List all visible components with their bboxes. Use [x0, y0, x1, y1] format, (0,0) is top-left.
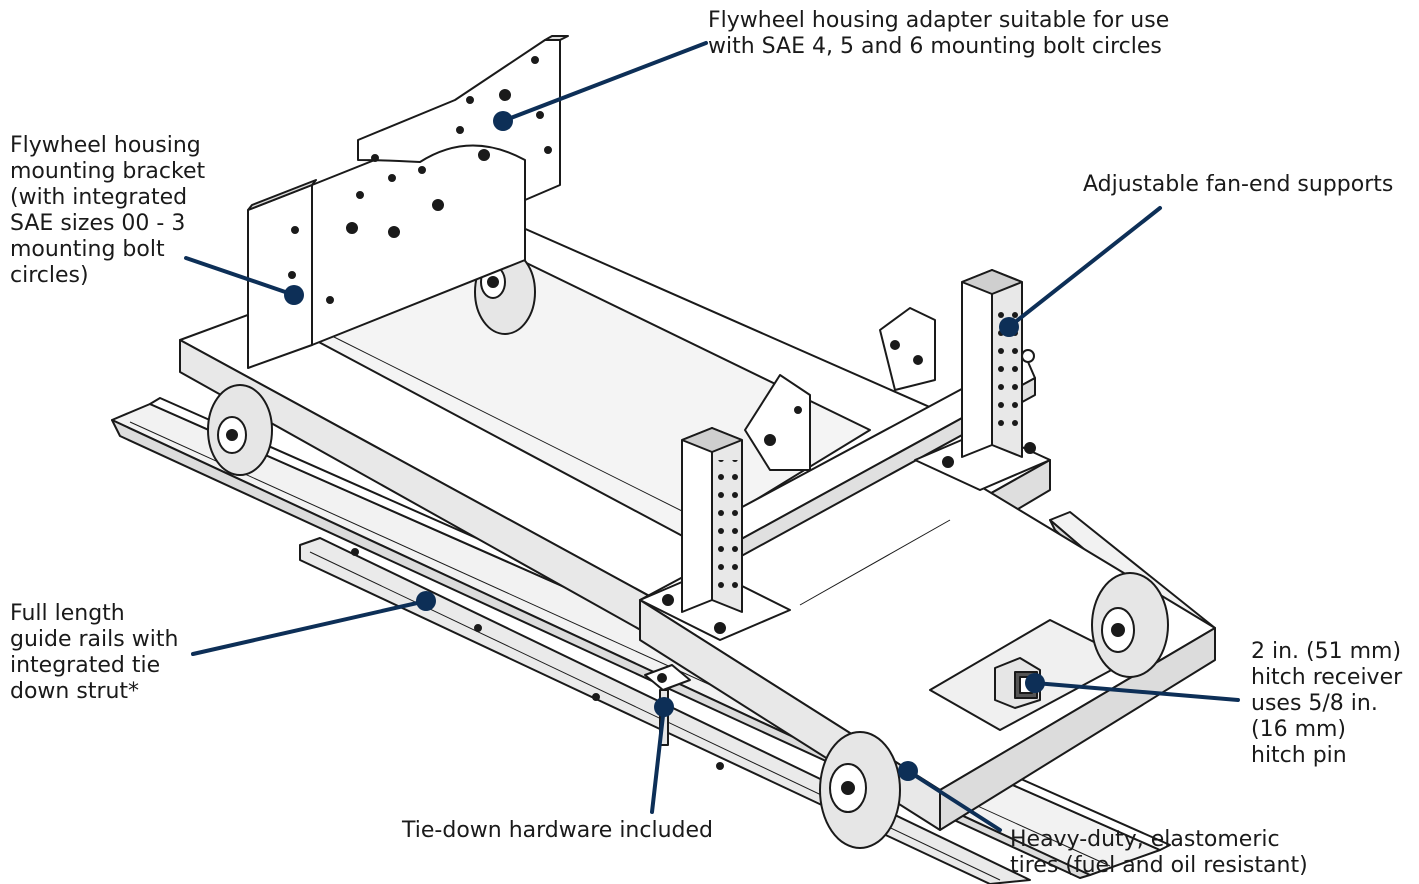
leader-adapter — [501, 41, 708, 123]
leader-tires — [906, 769, 1002, 832]
callout-line: integrated tie — [10, 653, 161, 678]
wheel-front-right — [819, 731, 901, 849]
callout-bracket-label: Flywheel housing mounting bracket (with … — [10, 133, 205, 289]
dot-rails — [416, 591, 436, 611]
wheel-front-left — [207, 384, 273, 476]
callout-line: Flywheel housing adapter suitable for us… — [708, 8, 1170, 33]
callout-hitch-label: 2 in. (51 mm) hitch receiver uses 5/8 in… — [1251, 639, 1402, 769]
callout-tiedown-label: Tie-down hardware included — [402, 818, 713, 844]
callout-line: with SAE 4, 5 and 6 mounting bolt circle… — [708, 34, 1162, 59]
callout-line: Adjustable fan-end supports — [1083, 172, 1394, 197]
callout-rails-label: Full length guide rails with integrated … — [10, 601, 178, 705]
callout-adapter-label: Flywheel housing adapter suitable for us… — [708, 8, 1169, 60]
wheel-rear-right — [1091, 572, 1169, 678]
callout-line: down strut* — [10, 679, 140, 704]
callout-line: circles) — [10, 263, 89, 288]
callout-line: Heavy-duty, elastomeric — [1010, 827, 1280, 852]
callout-tires-label: Heavy-duty, elastomeric tires (fuel and … — [1010, 827, 1308, 879]
callout-line: 2 in. (51 mm) — [1251, 639, 1402, 664]
leader-hitch — [1033, 681, 1240, 702]
leader-fanend — [1007, 206, 1162, 329]
dot-tires — [898, 761, 918, 781]
dot-bracket — [284, 285, 304, 305]
callout-line: (with integrated — [10, 185, 188, 210]
dot-hitch — [1025, 673, 1045, 693]
callout-line: Flywheel housing — [10, 133, 201, 158]
callout-leaders — [184, 41, 1240, 832]
callout-line: SAE sizes 00 - 3 — [10, 211, 186, 236]
cart-illustration — [111, 35, 1216, 884]
leader-bracket — [184, 256, 296, 297]
dot-fanend — [999, 317, 1019, 337]
fan-end-support-rear — [914, 269, 1051, 491]
mounting-bracket — [247, 99, 526, 369]
callout-fanend-label: Adjustable fan-end supports — [1083, 172, 1393, 198]
leader-tiedown — [650, 705, 666, 814]
angle-brackets — [744, 307, 936, 471]
fan-end-support-front — [639, 427, 791, 641]
callout-line: hitch pin — [1251, 743, 1347, 768]
callout-line: uses 5/8 in. — [1251, 691, 1378, 716]
callout-line: mounting bracket — [10, 159, 206, 184]
callout-line: Tie-down hardware included — [402, 818, 713, 843]
callout-line: (16 mm) — [1251, 717, 1347, 742]
dot-tiedown — [654, 697, 674, 717]
adapter-plate — [357, 35, 569, 201]
callout-line: Full length — [10, 601, 125, 626]
callout-line: guide rails with — [10, 627, 179, 652]
callout-line: tires (fuel and oil resistant) — [1010, 853, 1308, 878]
callout-line: hitch receiver — [1251, 665, 1403, 690]
leader-rails — [191, 599, 428, 656]
callout-line: mounting bolt — [10, 237, 165, 262]
dot-adapter — [493, 111, 513, 131]
